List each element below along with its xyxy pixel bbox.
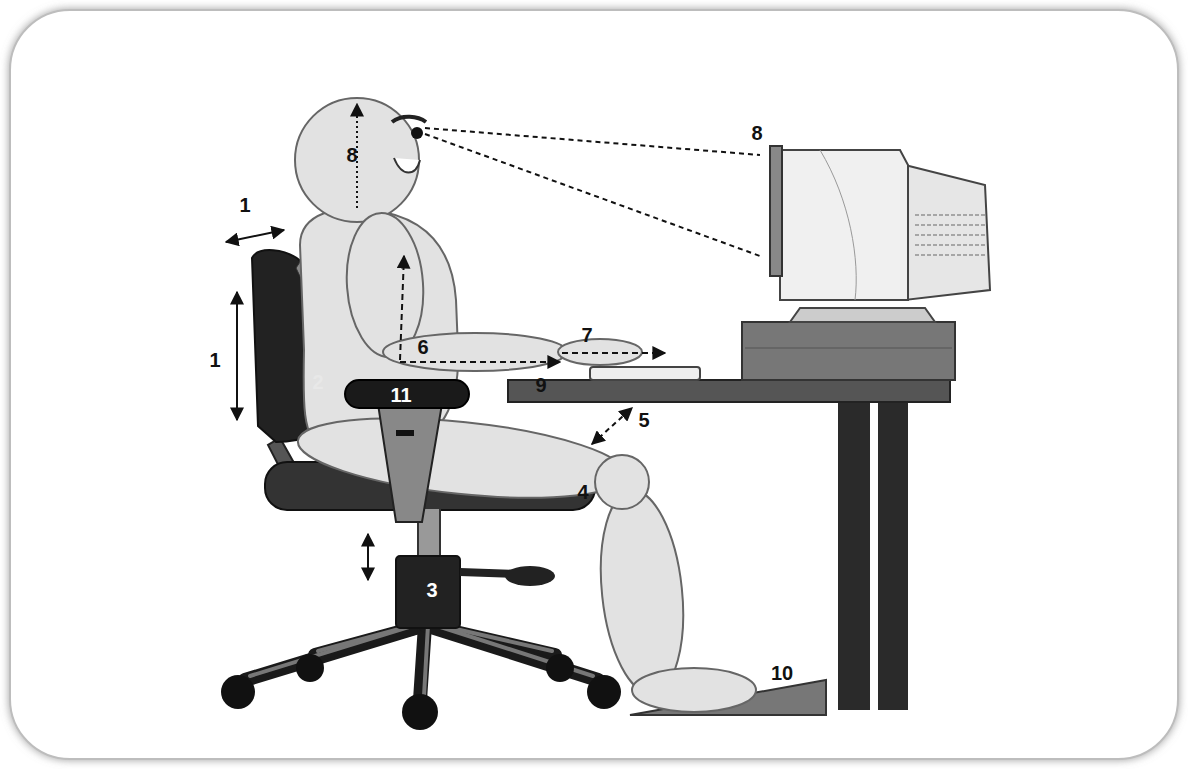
computer: [590, 146, 990, 380]
callout-number: 11: [390, 384, 411, 406]
armrest-post: [378, 404, 442, 522]
backrest-height-arrow: [236, 292, 238, 420]
desk-leg: [878, 398, 908, 710]
callout-number: 8: [751, 122, 762, 144]
backrest-depth-arrow: [226, 230, 284, 242]
system-unit: [742, 322, 955, 380]
callout-number: 2: [312, 371, 323, 393]
eye: [411, 127, 423, 139]
forearm: [383, 333, 567, 371]
armrest: [345, 380, 469, 522]
rounded-frame: [10, 10, 1178, 759]
lever-knob: [505, 566, 555, 586]
monitor-screen: [770, 146, 782, 276]
hand: [558, 339, 642, 365]
knee-clearance-arrow: [592, 408, 632, 444]
keyboard: [590, 367, 700, 380]
eyebrow: [392, 117, 426, 122]
callout-number: 4: [577, 481, 588, 503]
lower-leg: [592, 486, 693, 697]
callout-number: 7: [581, 324, 592, 346]
casters: [221, 654, 621, 730]
callout-number: 3: [426, 579, 437, 601]
monitor-stand: [790, 308, 935, 322]
knee: [595, 455, 649, 509]
seat-height-arrow: [367, 534, 369, 580]
face: [392, 117, 426, 173]
monitor-vents: [915, 215, 985, 255]
upper-arm-arrow: [400, 256, 404, 360]
guide-lines: [226, 104, 760, 580]
callout-number: 10: [771, 662, 793, 684]
sight-line: [425, 134, 760, 256]
monitor-body: [780, 150, 908, 300]
thigh: [294, 405, 630, 511]
sight-line: [425, 128, 760, 155]
callout-number: 1: [209, 349, 220, 371]
foot: [632, 668, 756, 712]
smile: [394, 158, 420, 173]
base-leg-highlights: [250, 622, 593, 696]
callout-number: 6: [417, 336, 428, 358]
armrest-pad: [345, 380, 469, 408]
callout-number: 5: [638, 409, 649, 431]
system-unit-line: [745, 348, 952, 349]
wrist-arrow: [562, 352, 665, 354]
callout-number: 8: [346, 144, 357, 166]
figure-legs: [294, 405, 692, 698]
cylinder-housing: [396, 556, 460, 628]
figure-arms: [342, 211, 642, 371]
forearm-arrow: [400, 361, 560, 363]
monitor-shade: [820, 150, 856, 300]
desk-leg: [838, 398, 870, 710]
desk-top: [508, 380, 950, 402]
monitor-back: [905, 165, 990, 300]
desk: [508, 380, 950, 710]
callout-number: 9: [535, 374, 546, 396]
callout-number: 1: [239, 194, 250, 216]
armrest-slot: [396, 430, 414, 436]
